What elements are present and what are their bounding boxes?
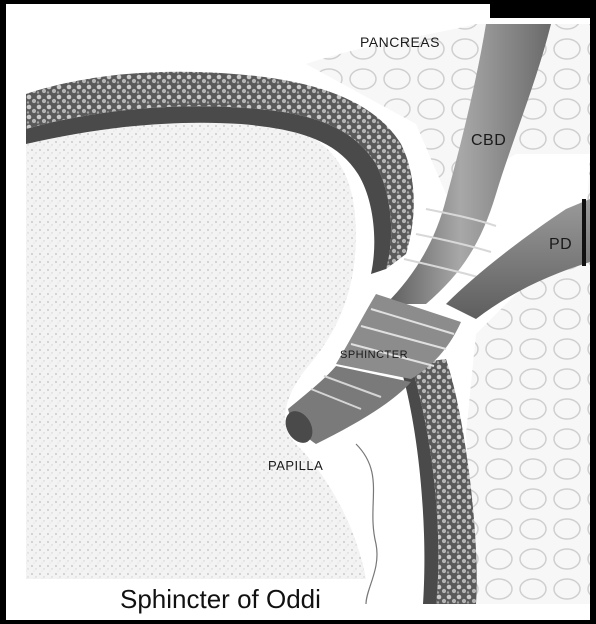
mucosal-fold xyxy=(356,444,377,604)
label-pancreas: PANCREAS xyxy=(360,34,440,50)
label-papilla: PAPILLA xyxy=(268,458,323,473)
label-sphincter: SPHINCTER xyxy=(340,349,408,361)
papilla xyxy=(280,366,411,448)
duodenum-lumen xyxy=(26,112,366,579)
anatomy-diagram xyxy=(6,4,590,620)
label-pd: PD xyxy=(549,236,572,254)
label-cbd: CBD xyxy=(471,132,506,150)
figure-caption: Sphincter of Oddi xyxy=(120,584,321,615)
